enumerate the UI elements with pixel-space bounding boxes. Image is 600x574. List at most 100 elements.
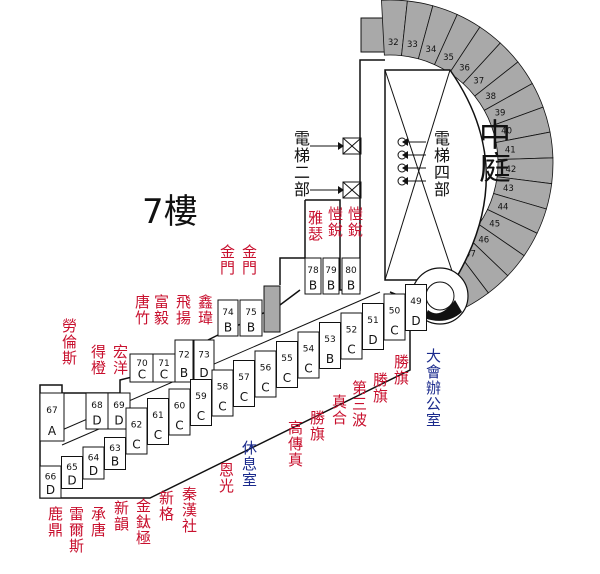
- unit-58: 58C: [211, 369, 234, 417]
- unit-class-73: D: [199, 366, 208, 380]
- arc-booth-number-45: 45: [489, 220, 500, 230]
- elevator-four-label: 電梯四部: [431, 130, 450, 198]
- arc-booth-number-43: 43: [503, 184, 514, 194]
- unit-49: 49D: [405, 284, 427, 331]
- tenant-72: 飛揚: [174, 294, 192, 326]
- unit-80: 80B: [341, 257, 361, 295]
- unit-number-56: 56: [260, 363, 272, 373]
- tenant-61: 新格: [157, 490, 175, 522]
- unit-79: 79B: [322, 257, 340, 295]
- unit-60: 60C: [168, 388, 191, 436]
- tenant-53: 真合: [330, 394, 348, 426]
- unit-class-54: C: [304, 361, 312, 375]
- unit-number-59: 59: [195, 392, 207, 402]
- unit-number-72: 72: [178, 351, 189, 361]
- elevator-two-label: 電梯二部: [291, 130, 310, 198]
- tenant-80: 愷銳: [346, 206, 364, 238]
- unit-number-49: 49: [410, 297, 422, 307]
- unit-55: 55C: [276, 341, 298, 388]
- tenant-63: 新韻: [112, 500, 130, 532]
- unit-number-68: 68: [91, 401, 103, 411]
- unit-69: 69D: [107, 392, 131, 430]
- unit-number-78: 78: [307, 266, 319, 276]
- unit-number-79: 79: [325, 266, 337, 276]
- unit-50: 50C: [383, 293, 406, 341]
- unit-class-70: C: [138, 368, 146, 382]
- unit-class-68: D: [92, 414, 101, 428]
- unit-class-58: C: [218, 399, 226, 413]
- arc-booth-number-36: 36: [459, 64, 470, 74]
- unit-number-67: 67: [46, 406, 57, 416]
- unit-class-75: B: [247, 321, 255, 335]
- tenant-79: 愷銳: [326, 206, 344, 238]
- unit-number-57: 57: [238, 373, 249, 383]
- unit-67: 67A: [39, 392, 65, 442]
- unit-class-61: C: [154, 428, 162, 442]
- unit-number-65: 65: [66, 463, 77, 473]
- unit-number-61: 61: [152, 411, 163, 421]
- unit-65: 65D: [61, 456, 83, 489]
- arc-booth-number-35: 35: [443, 53, 454, 63]
- tenant-73: 鑫瑋: [196, 294, 214, 326]
- unit-71: 71C: [152, 353, 176, 383]
- unit-number-66: 66: [45, 472, 57, 482]
- tenant-50: 勝旗: [392, 354, 410, 386]
- unit-class-67: A: [48, 424, 57, 438]
- unit-72: 72B: [174, 339, 194, 383]
- unit-class-63: B: [111, 455, 119, 469]
- unit-66: 66D: [39, 465, 62, 499]
- floor-title: 7樓: [142, 192, 198, 232]
- unit-class-62: C: [132, 437, 140, 451]
- tenant-49: 大會辦公室: [424, 348, 442, 428]
- unit-56: 56C: [254, 350, 277, 398]
- tenant-51: 勝旗: [371, 372, 389, 404]
- unit-class-52: C: [347, 342, 355, 356]
- tenant-75: 金門: [240, 244, 258, 276]
- unit-class-74: B: [224, 321, 232, 335]
- unit-class-69: D: [114, 414, 123, 428]
- unit-number-80: 80: [345, 266, 357, 276]
- unit-number-64: 64: [88, 453, 100, 463]
- unit-64: 64D: [82, 446, 105, 480]
- unit-class-71: C: [160, 368, 168, 382]
- arc-booth-number-37: 37: [473, 77, 484, 87]
- arc-booth-number-47: 47: [465, 249, 476, 259]
- unit-73: 73D: [193, 339, 215, 383]
- unit-59: 59C: [190, 379, 212, 426]
- unit-number-50: 50: [389, 306, 401, 316]
- arc-booth-number-42: 42: [505, 165, 516, 175]
- tenant-70: 唐竹: [133, 294, 151, 326]
- unit-number-74: 74: [222, 308, 234, 318]
- tenant-74: 金門: [218, 244, 236, 276]
- tenant-71: 富毅: [152, 294, 170, 326]
- unit-number-55: 55: [281, 354, 292, 364]
- unit-class-49: D: [411, 314, 420, 328]
- unit-number-60: 60: [174, 401, 186, 411]
- arc-booth-number-44: 44: [498, 202, 509, 212]
- unit-class-50: C: [390, 323, 398, 337]
- unit-number-75: 75: [245, 308, 256, 318]
- unit-class-57: C: [240, 390, 248, 404]
- unit-54: 54C: [297, 331, 320, 379]
- unit-61: 61C: [147, 398, 169, 445]
- unit-78: 78B: [304, 257, 322, 295]
- unit-number-58: 58: [217, 382, 229, 392]
- tenant-54: 勝旗: [308, 410, 326, 442]
- arc-booth-number-41: 41: [505, 146, 516, 156]
- tenant-64: 承唐: [89, 506, 107, 538]
- unit-68: 68D: [85, 392, 109, 430]
- elevator-boxes: [310, 137, 362, 199]
- elevator-four-marks: [397, 137, 426, 186]
- tenant-78: 雅瑟: [306, 210, 324, 242]
- unit-class-60: C: [175, 418, 183, 432]
- unit-62: 62C: [125, 407, 148, 455]
- unit-class-55: C: [283, 371, 291, 385]
- unit-53: 53B: [319, 322, 341, 369]
- unit-number-70: 70: [136, 359, 148, 369]
- tenant-67: 勞倫斯: [60, 318, 78, 366]
- unit-class-80: B: [347, 279, 355, 293]
- unit-class-65: D: [67, 474, 76, 488]
- tenant-60: 秦漢社: [180, 486, 198, 534]
- courtyard: [384, 69, 487, 281]
- tenant-69: 宏洋: [111, 344, 129, 376]
